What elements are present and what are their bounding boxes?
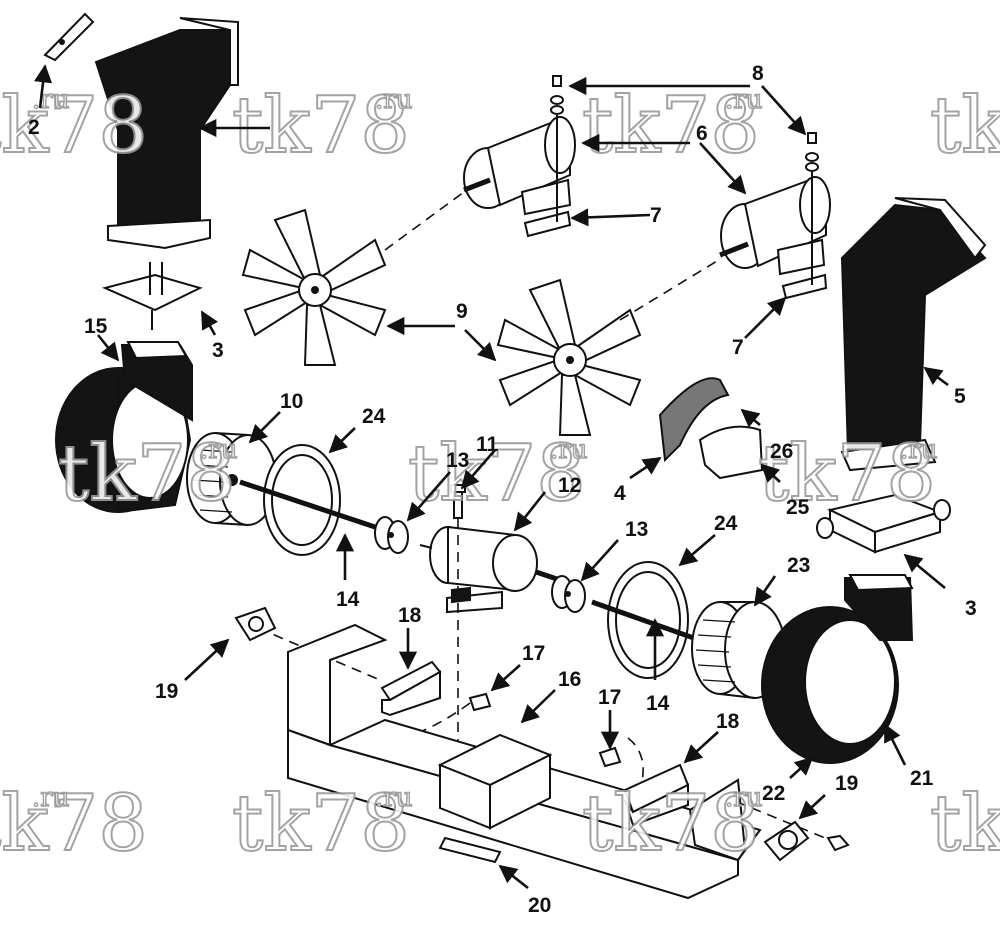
center-motor	[419, 525, 561, 614]
svg-text:tk78: tk78	[582, 779, 760, 869]
callout-5: 5	[954, 385, 966, 408]
svg-text:tk78: tk78	[0, 81, 148, 171]
callout-26: 26	[770, 440, 793, 463]
callout-20: 20	[528, 894, 551, 917]
leader-arrows	[34, 64, 949, 890]
svg-text:.ru: .ru	[725, 85, 762, 115]
callout-10: 10	[280, 390, 303, 413]
svg-text:tk78: tk78	[582, 81, 760, 171]
fan-right	[496, 278, 642, 436]
base-frame	[287, 623, 762, 900]
svg-text:.ru: .ru	[900, 435, 937, 465]
svg-text:tk78: tk78	[0, 779, 148, 869]
left-shaft	[239, 479, 379, 531]
plate-20	[438, 836, 502, 864]
callout-numbers: 2 3 15 10 24 14 13 11 12 13 24 14 23 21 …	[28, 62, 977, 917]
callout-22: 22	[762, 782, 785, 805]
callout-12: 12	[558, 474, 581, 497]
callout-13-right: 13	[625, 518, 648, 541]
svg-text:.ru: .ru	[200, 435, 237, 465]
callout-11: 11	[476, 433, 499, 456]
watermarks: tk78 .ru tk78 .ru tk78 .ru tk78 tk78 .ru…	[0, 80, 1000, 870]
svg-text:.ru: .ru	[32, 85, 69, 115]
callout-13-left: 13	[446, 449, 469, 472]
brackets-18	[380, 660, 690, 827]
right-pulley	[551, 575, 586, 613]
callout-14-right: 14	[646, 692, 670, 715]
left-adapter-frame	[101, 262, 203, 330]
right-adapter-frame	[816, 493, 951, 554]
right-upper-duct	[840, 197, 987, 472]
fan-left	[241, 208, 387, 366]
upper-motor-left	[463, 116, 576, 238]
callout-14-left: 14	[336, 588, 360, 611]
svg-text:tk78: tk78	[930, 779, 1000, 869]
callout-2: 2	[28, 116, 40, 139]
callout-17-left: 17	[522, 642, 545, 665]
svg-text:tk78: tk78	[930, 81, 1000, 171]
callout-8: 8	[752, 62, 764, 85]
callout-6: 6	[696, 122, 708, 145]
right-blower-housing	[761, 574, 914, 764]
callout-16: 16	[558, 668, 581, 691]
callout-19-left: 19	[155, 680, 178, 703]
callout-18-left: 18	[398, 604, 422, 627]
callout-24-left: 24	[362, 405, 386, 428]
svg-text:tk78: tk78	[58, 429, 236, 519]
svg-text:tk78: tk78	[232, 779, 410, 869]
callout-24-right: 24	[714, 512, 738, 535]
svg-text:tk78: tk78	[758, 429, 936, 519]
callout-9: 9	[456, 300, 468, 323]
svg-text:tk78: tk78	[232, 81, 410, 171]
left-blower-housing	[55, 341, 193, 514]
bolt-11	[450, 484, 466, 770]
svg-text:.ru: .ru	[550, 435, 587, 465]
svg-text:tk78: tk78	[408, 429, 586, 519]
callout-18-right: 18	[716, 710, 740, 733]
callout-3-right: 3	[965, 597, 977, 620]
svg-text:.ru: .ru	[375, 85, 412, 115]
callout-15: 15	[84, 315, 108, 338]
svg-text:.ru: .ru	[32, 783, 69, 813]
upper-motor-right	[719, 176, 831, 300]
left-pulley	[374, 516, 409, 554]
belt-and-clips	[658, 377, 764, 480]
clips-17	[468, 692, 622, 768]
svg-text:.ru: .ru	[725, 783, 762, 813]
mounts-19	[234, 606, 850, 862]
callout-4: 4	[614, 482, 626, 505]
left-gasket-ring	[263, 444, 341, 556]
callout-17-right: 17	[598, 686, 621, 709]
callout-21: 21	[910, 767, 934, 790]
callout-19-right: 19	[835, 772, 858, 795]
screws-8	[550, 75, 819, 285]
svg-text:.ru: .ru	[375, 783, 412, 813]
callout-7-left: 7	[650, 204, 662, 227]
callout-7-right: 7	[732, 336, 744, 359]
callout-3-left: 3	[212, 339, 224, 362]
part-2-blade	[43, 12, 95, 62]
callout-23: 23	[787, 554, 810, 577]
callout-25: 25	[786, 496, 810, 519]
